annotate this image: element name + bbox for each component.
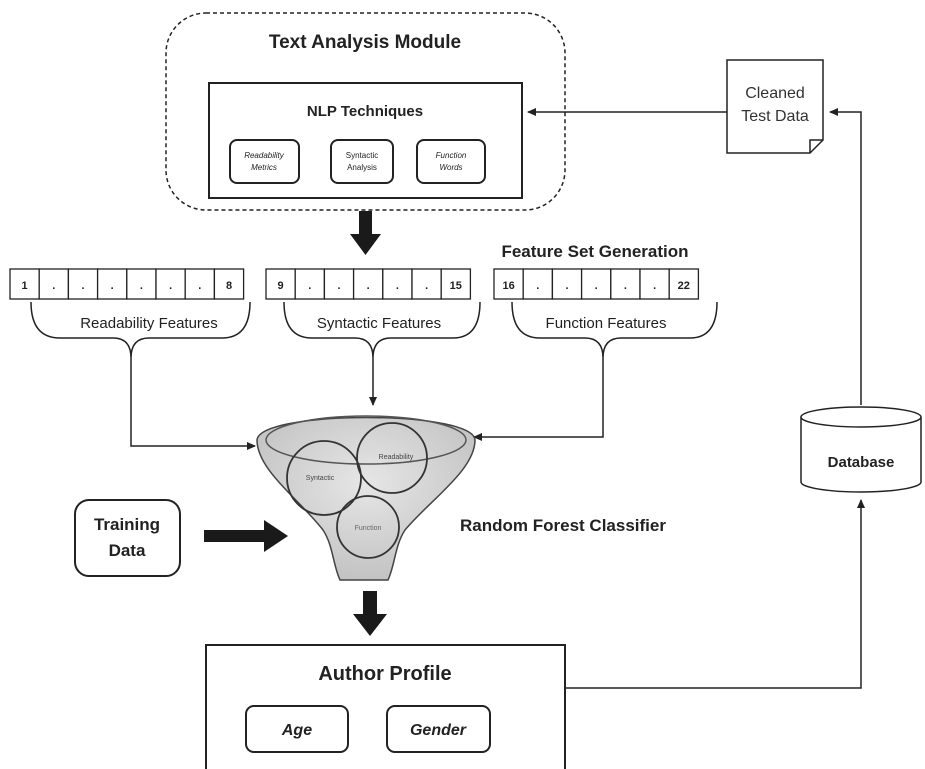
author-profile-item-gender: Gender bbox=[410, 722, 467, 739]
feature-cell-label: . bbox=[653, 280, 656, 292]
feature-cell bbox=[493, 268, 524, 300]
feature-cell bbox=[639, 268, 670, 300]
cleaned-test-data-line2: Test Data bbox=[741, 108, 809, 125]
feature-cell bbox=[38, 268, 70, 300]
cleaned-test-data-line1: Cleaned bbox=[745, 85, 805, 102]
feature-cell-label: 9 bbox=[278, 280, 284, 292]
feature-cell-label: . bbox=[595, 280, 598, 292]
feature-cell bbox=[382, 268, 413, 300]
author-profile-item-age: Age bbox=[281, 722, 312, 739]
feature-cell-label: . bbox=[198, 280, 201, 292]
feature-vector: 1...... 8 9..... 15 16..... 22 bbox=[9, 268, 700, 300]
feature-cell-label: . bbox=[565, 280, 568, 292]
feature-cell-label: . bbox=[140, 280, 143, 292]
training-to-classifier-arrow bbox=[204, 520, 288, 552]
text-analysis-module-title: Text Analysis Module bbox=[269, 32, 461, 53]
feature-cell bbox=[551, 268, 583, 300]
circle-label-syntactic: Syntactic bbox=[306, 475, 335, 482]
nlp-techniques-title: NLP Techniques bbox=[307, 103, 423, 120]
feature-cell-label: . bbox=[396, 280, 399, 292]
text-analysis-module: Text Analysis Module NLP Techniques Read… bbox=[165, 12, 566, 211]
training-data-line1: Training bbox=[94, 515, 160, 534]
author-profile-item-gender-box bbox=[386, 705, 491, 753]
feature-cell-label: . bbox=[536, 280, 539, 292]
feature-cell-label: 22 bbox=[678, 280, 690, 292]
feature-cell bbox=[9, 268, 40, 300]
nlp-item-function-words: Function Words bbox=[416, 139, 486, 184]
feature-cell bbox=[265, 268, 296, 300]
readability-features-label: Readability Features bbox=[80, 315, 218, 332]
feature-cell bbox=[213, 268, 245, 300]
features-to-classifier-connectors bbox=[130, 358, 604, 450]
feature-cell-label: . bbox=[425, 280, 428, 292]
down-arrow-to-features bbox=[350, 211, 381, 255]
cleaned-test-data-document: Cleaned Test Data bbox=[726, 59, 824, 154]
feature-cell-label: . bbox=[624, 280, 627, 292]
nlp-item-syntactic-line1: Syntactic bbox=[346, 151, 378, 160]
feature-cell bbox=[352, 268, 384, 300]
feature-cell-label: 1 bbox=[22, 280, 28, 292]
data-flow-connectors bbox=[527, 108, 865, 689]
feature-cell bbox=[610, 268, 641, 300]
author-profile-title: Author Profile bbox=[318, 663, 451, 685]
feature-cell bbox=[294, 268, 326, 300]
feature-cell bbox=[323, 268, 355, 300]
feature-cell-label: . bbox=[52, 280, 55, 292]
feature-cell-label: . bbox=[111, 280, 114, 292]
circle-label-readability: Readability bbox=[379, 454, 414, 461]
down-arrow-to-author-profile bbox=[353, 591, 387, 636]
feature-cell bbox=[126, 268, 157, 300]
feature-cell bbox=[96, 268, 128, 300]
training-data-line2: Data bbox=[109, 541, 146, 560]
nlp-item-readability-metrics: Readability Metrics bbox=[229, 139, 300, 184]
feature-cell bbox=[668, 268, 700, 300]
database-cylinder: Database bbox=[800, 406, 922, 493]
function-features-label: Function Features bbox=[546, 315, 667, 332]
feature-cell-label: . bbox=[337, 280, 340, 292]
syntactic-features-label: Syntactic Features bbox=[317, 315, 441, 332]
feature-cell bbox=[67, 268, 99, 300]
database-label: Database bbox=[828, 454, 895, 471]
feature-cell-label: . bbox=[169, 280, 172, 292]
feature-cell bbox=[411, 268, 442, 300]
author-profile-box: Author Profile Age Gender bbox=[205, 644, 566, 769]
author-profile-item-age-box bbox=[245, 705, 349, 753]
random-forest-classifier-label: Random Forest Classifier bbox=[460, 516, 666, 535]
nlp-item-readability-line1: Readability bbox=[244, 151, 285, 160]
feature-cell bbox=[440, 268, 472, 300]
feature-cell-label: 15 bbox=[450, 280, 462, 292]
circle-label-function: Function bbox=[355, 525, 382, 532]
feature-cell bbox=[184, 268, 216, 300]
feature-set-title: Feature Set Generation bbox=[501, 242, 688, 261]
feature-cell-label: 8 bbox=[226, 280, 232, 292]
training-data-box: Training Data bbox=[74, 499, 181, 577]
nlp-item-readability-line2: Metrics bbox=[251, 163, 277, 172]
feature-cell-label: . bbox=[81, 280, 84, 292]
nlp-techniques-box: NLP Techniques Readability Metrics Synta… bbox=[208, 82, 523, 199]
feature-cell-label: . bbox=[308, 280, 311, 292]
nlp-item-syntactic-analysis: Syntactic Analysis bbox=[330, 139, 394, 184]
feature-cell-label: 16 bbox=[502, 280, 514, 292]
random-forest-funnel: Syntactic Readability Function bbox=[256, 415, 476, 581]
nlp-item-function-line1: Function bbox=[436, 151, 467, 160]
feature-cell bbox=[522, 268, 554, 300]
nlp-item-function-line2: Words bbox=[439, 163, 462, 172]
nlp-item-syntactic-line2: Analysis bbox=[347, 163, 377, 172]
feature-cell-label: . bbox=[367, 280, 370, 292]
